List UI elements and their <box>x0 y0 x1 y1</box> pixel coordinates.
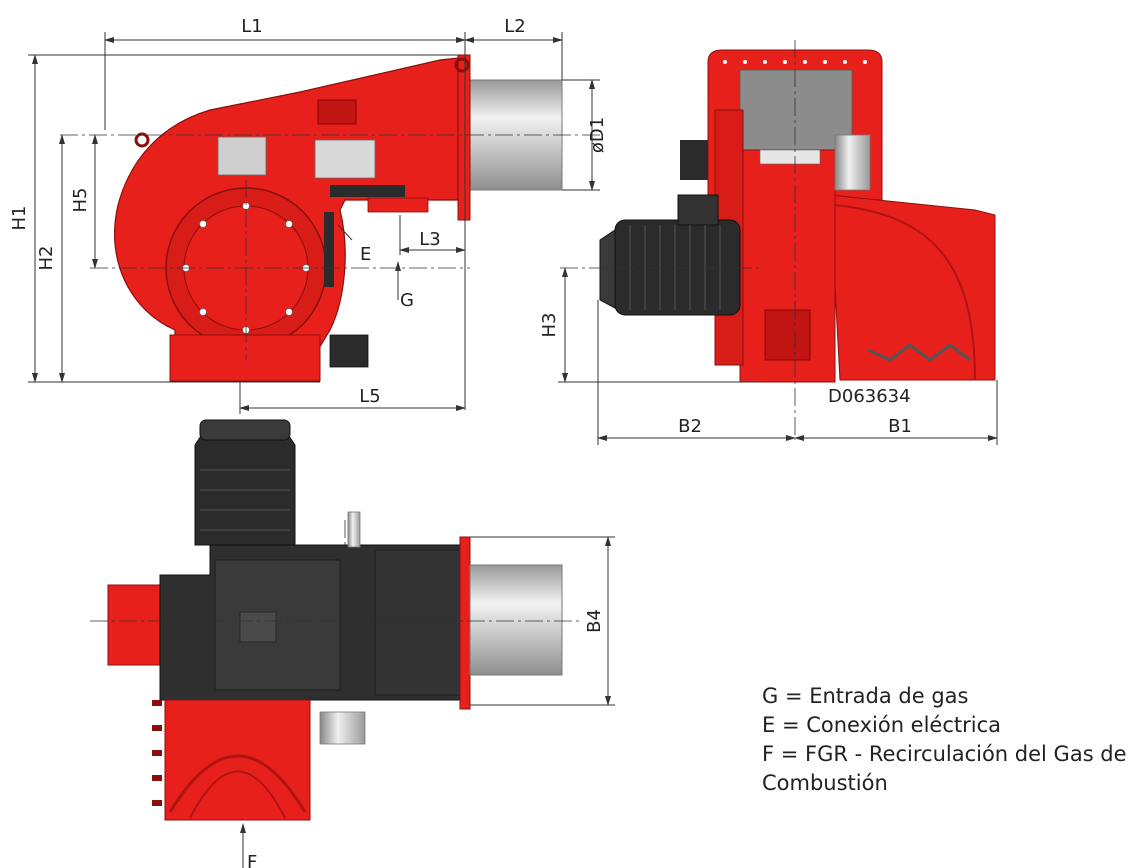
label-l1: L1 <box>241 16 262 37</box>
label-g: G <box>400 290 414 311</box>
top-view: B4 F <box>90 419 615 868</box>
label-l5: L5 <box>359 386 380 407</box>
label-f: F <box>247 852 257 868</box>
front-hood-dots <box>723 60 867 64</box>
front-linkage <box>867 343 971 362</box>
top-motor-cap <box>199 419 291 441</box>
top-air-intake <box>107 584 164 666</box>
top-side-studs <box>152 700 162 806</box>
motor-fins <box>629 225 721 310</box>
front-window <box>764 309 811 361</box>
gas-connection <box>367 197 429 213</box>
label-h2: H2 <box>36 246 57 271</box>
front-scroll <box>829 194 996 381</box>
top-panel-left <box>214 559 341 691</box>
label-h3: H3 <box>539 313 560 338</box>
legend-gas-inlet: G = Entrada de gas <box>762 684 969 708</box>
top-blast-tube <box>469 564 563 676</box>
top-fan-curve <box>168 754 307 813</box>
label-h5: H5 <box>70 188 91 213</box>
lifting-eye <box>134 132 150 148</box>
front-scroll-curve <box>834 204 976 381</box>
drawing-code: D063634 <box>828 386 911 407</box>
electrical-panel-strip <box>324 212 334 287</box>
name-plate <box>217 136 267 176</box>
label-e: E <box>360 244 371 265</box>
label-b4: B4 <box>584 609 605 633</box>
leader-e <box>337 224 353 241</box>
top-fan-housing <box>164 699 311 821</box>
front-view: H3 B2 B1 D063634 <box>539 40 998 445</box>
top-gas-valve <box>319 711 366 745</box>
label-h1: H1 <box>9 206 30 231</box>
top-fan-curve-2 <box>189 770 286 819</box>
legend-electrical-connection: E = Conexión eléctrica <box>762 713 1002 737</box>
legend-fgr: F = FGR - Recirculación del Gas de <box>762 742 1127 766</box>
fan-base <box>169 334 321 382</box>
top-window <box>239 611 277 643</box>
servo-motor <box>329 334 369 368</box>
top-panel-right <box>374 549 461 696</box>
control-box <box>314 139 376 179</box>
motor-terminal-box <box>677 194 719 226</box>
lifting-eye-2 <box>454 57 470 73</box>
top-motor-fins <box>200 469 290 531</box>
top-sensor <box>347 511 361 548</box>
top-window <box>317 99 357 125</box>
motor-body <box>614 219 741 316</box>
legend: G = Entrada de gas E = Conexión eléctric… <box>762 682 1127 798</box>
top-motor <box>194 429 296 546</box>
label-b2: B2 <box>678 416 702 437</box>
air-slot <box>330 185 405 197</box>
label-d1: øD1 <box>587 117 608 153</box>
motor-end-cap <box>599 229 616 309</box>
front-servo <box>680 140 708 180</box>
label-l2: L2 <box>504 16 525 37</box>
front-valve <box>834 134 871 191</box>
front-label <box>759 149 821 165</box>
label-l3: L3 <box>419 229 440 250</box>
side-view: L1 L2 L3 L5 E G H1 H2 H5 øD1 <box>9 16 608 414</box>
legend-fgr-continued: Combustión <box>762 771 888 795</box>
top-flange <box>459 536 471 710</box>
flange <box>457 54 471 221</box>
label-b1: B1 <box>888 416 912 437</box>
